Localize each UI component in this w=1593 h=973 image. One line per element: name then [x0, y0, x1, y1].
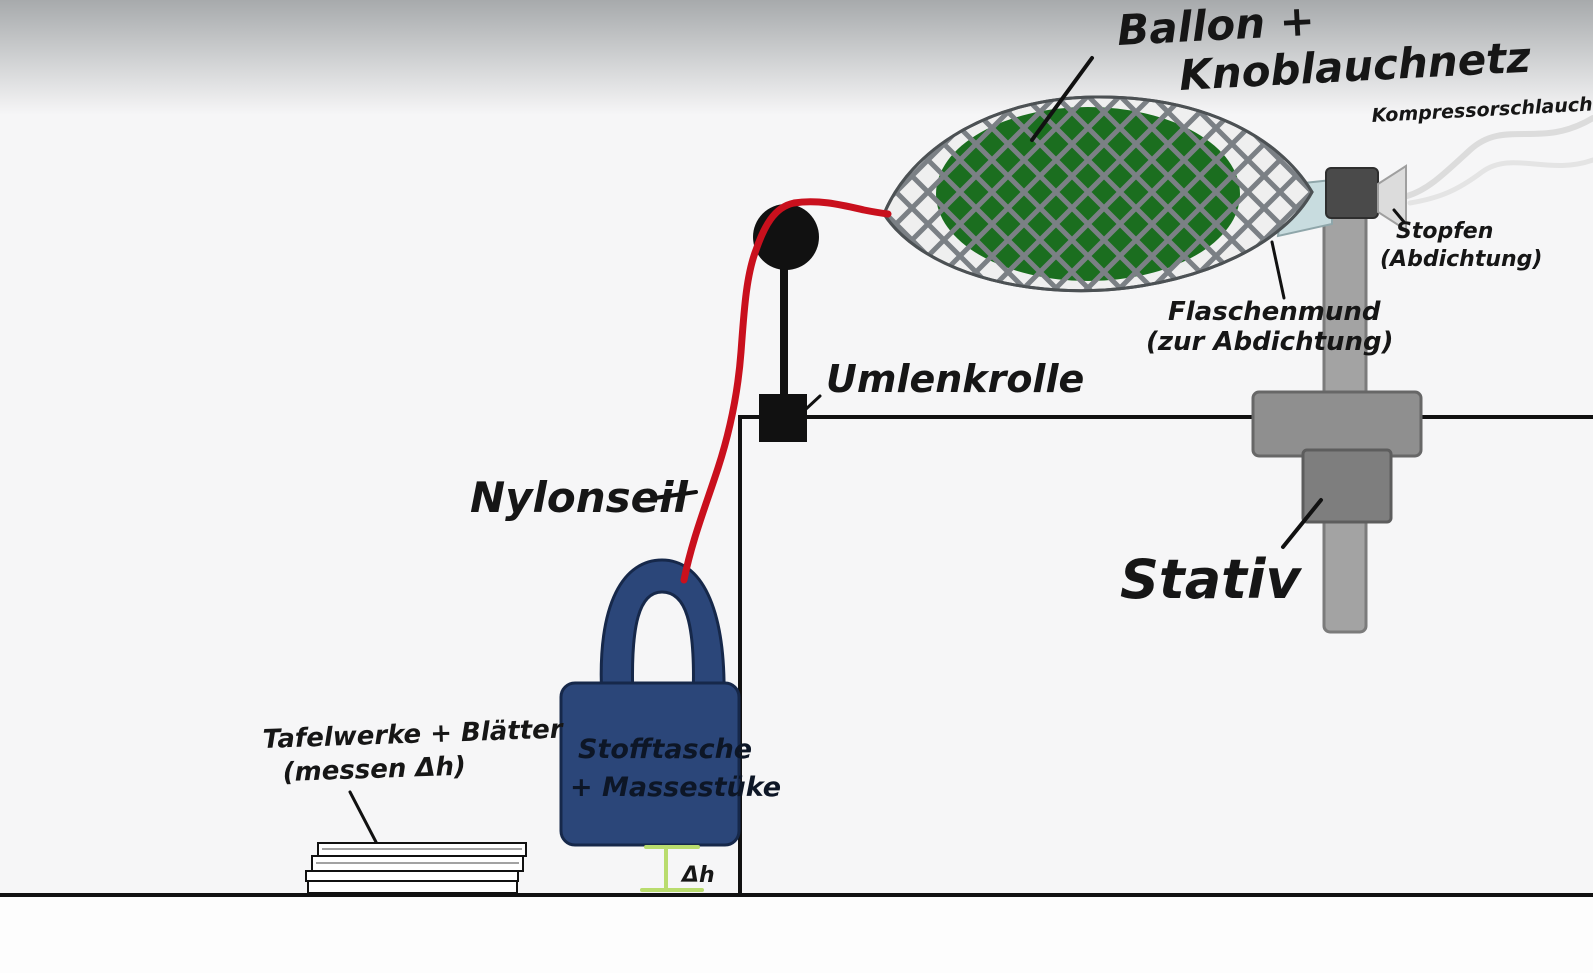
- pointer-umlenkrolle: [804, 394, 822, 411]
- label-stativ: Stativ: [1120, 548, 1302, 611]
- label-flaschenmund-line1: Flaschenmund: [1168, 297, 1381, 327]
- stand-crossbar: [1251, 390, 1423, 458]
- label-umlenkrolle: Umlenkrolle: [826, 357, 1084, 401]
- bag-label-line2: + Massestüke: [570, 772, 781, 803]
- label-nylonseil: Nylonseil: [470, 473, 689, 522]
- stopper-clamp: [1325, 167, 1379, 219]
- support-ibeam: [640, 845, 704, 892]
- book-4: [307, 880, 518, 894]
- pointer-tafelwerke: [348, 790, 378, 844]
- books-stack: [305, 842, 527, 894]
- pulley-mount: [759, 394, 807, 442]
- label-tafelwerke-line2: (messen Δh): [282, 752, 466, 788]
- pointer-nylonseil: [653, 490, 698, 500]
- label-flaschenmund-line2: (zur Abdichtung): [1146, 327, 1394, 357]
- compressor-hose-upper: [1404, 115, 1593, 199]
- stand-block: [1301, 448, 1393, 524]
- pointer-ballon: [1030, 56, 1094, 142]
- nylon-rope: [680, 198, 892, 584]
- pointer-stativ: [1281, 498, 1323, 549]
- label-stopfen-line1: Stopfen: [1396, 219, 1493, 244]
- floor-area: [0, 897, 1593, 973]
- label-stopfen-line2: (Abdichtung): [1380, 247, 1542, 272]
- compressor-hose: [1404, 115, 1593, 206]
- book-3: [305, 870, 519, 882]
- pointer-flaschenmund: [1270, 240, 1286, 300]
- balloon-with-net: [882, 95, 1314, 293]
- compressor-hose-lower: [1407, 157, 1593, 206]
- label-ballon-line1: Ballon +: [1116, 0, 1316, 55]
- pointer-stopfen: [1392, 208, 1406, 224]
- delta-h-label: Δh: [680, 863, 715, 888]
- balloon-net-pattern-overlay: [882, 95, 1314, 293]
- top-shade-gradient: [0, 0, 1593, 115]
- bag-label-line1: Stofftasche: [578, 734, 752, 765]
- cloth-bag: Stofftasche + Massestüke: [559, 558, 781, 847]
